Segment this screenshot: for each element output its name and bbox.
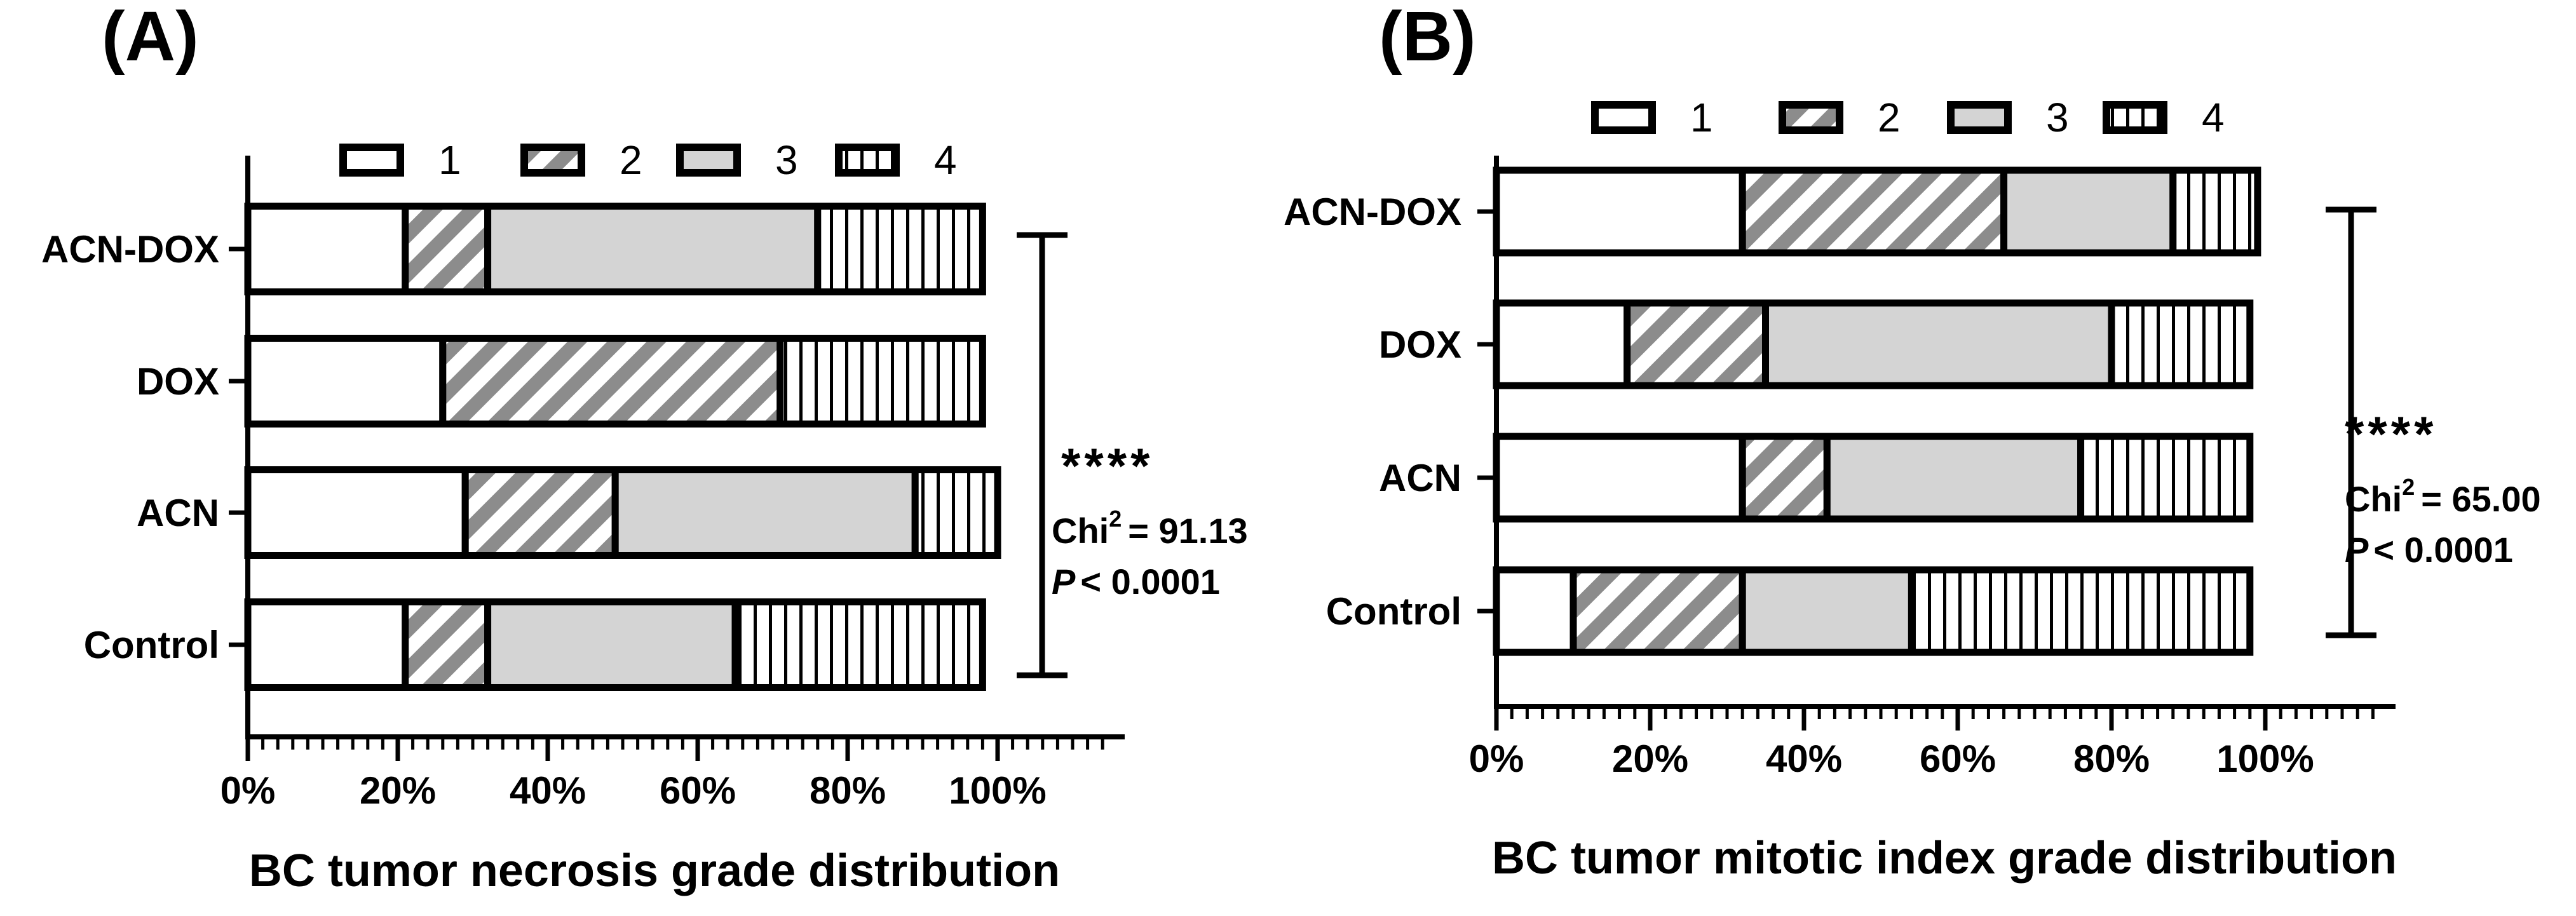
panel-a-legend-label-2: 2 xyxy=(620,137,642,183)
panel-a-legend-swatch-1 xyxy=(339,144,404,177)
panel-a-chi-superscript: 2 xyxy=(1109,506,1122,532)
panel-b-p-value: < 0.0001 xyxy=(2373,530,2513,570)
panel-a-bar-dox-grade-2 xyxy=(439,335,784,428)
panel-a-legend-label-3: 3 xyxy=(775,137,798,183)
panel-b-p-value-stat: P< 0.0001 xyxy=(2345,530,2513,570)
panel-a-bar-dox-grade-4 xyxy=(776,335,986,428)
panel-b-bar-acn-dox-grade-4 xyxy=(2169,166,2261,257)
panel-b-x-tick-label: 0% xyxy=(1469,738,1524,780)
panel-a-chi-value: = 91.13 xyxy=(1128,511,1247,551)
panel-a-chi-label: Chi xyxy=(1052,511,1109,551)
panel-a-bar-acn-dox-grade-3 xyxy=(484,203,822,295)
panel-b-bar-acn-grade-1 xyxy=(1493,433,1746,523)
panel-a-bar-acn-grade-4 xyxy=(911,466,1001,559)
panel-b-bar-dox-grade-1 xyxy=(1493,299,1631,389)
panel-a-x-tick-label: 80% xyxy=(810,769,886,812)
panel-b-bar-acn-dox-grade-2 xyxy=(1739,166,2008,257)
panel-b-bar-control-grade-4 xyxy=(1908,566,2254,656)
panel-a-x-axis-label: BC tumor necrosis grade distribution xyxy=(249,845,1060,896)
panel-b-category-label: ACN-DOX xyxy=(1284,191,1461,233)
panel-a-bar-acn-grade-1 xyxy=(244,466,469,559)
panel-b-bar-acn-grade-3 xyxy=(1823,433,2085,523)
panel-a-bar-control-grade-2 xyxy=(402,598,492,691)
panel-b-legend-label-3: 3 xyxy=(2046,95,2069,140)
panel-a-x-tick-label: 20% xyxy=(360,769,436,812)
panel-b-bar-control-grade-3 xyxy=(1739,566,1915,656)
panel-a-significance-stars: **** xyxy=(1061,438,1153,494)
panel-b-bar-dox-grade-3 xyxy=(1762,299,2115,389)
panel-a-category-label: DOX xyxy=(137,360,219,403)
panel-a-x-tick-label: 60% xyxy=(660,769,736,812)
panel-b-bar-acn-grade-2 xyxy=(1739,433,1831,523)
panel-a-legend-label-1: 1 xyxy=(438,137,461,183)
panel-a-bar-acn-dox-grade-2 xyxy=(402,203,492,295)
panel-b-legend-swatch-4 xyxy=(2103,101,2167,134)
panel-b-bar-dox-grade-4 xyxy=(2108,299,2254,389)
panel-b-bar-control-grade-2 xyxy=(1569,566,1746,656)
panel-b-x-tick-label: 20% xyxy=(1612,738,1688,780)
panel-b-x-tick-label: 60% xyxy=(1920,738,1996,780)
panel-b-legend-label-1: 1 xyxy=(1690,95,1713,140)
panel-b-x-tick-label: 100% xyxy=(2216,738,2314,780)
panel-a-p-value-stat: P< 0.0001 xyxy=(1052,562,1220,602)
panel-b-category-label: DOX xyxy=(1379,323,1461,366)
panel-a-x-tick-label: 100% xyxy=(949,769,1046,812)
panel-b-bar-acn-dox-grade-1 xyxy=(1493,166,1746,257)
panel-b-bar-acn-dox-grade-3 xyxy=(2000,166,2177,257)
panel-a-bar-acn-dox-grade-4 xyxy=(814,203,986,295)
panel-b-legend-label-2: 2 xyxy=(1878,95,1901,140)
panel-b-category-label: ACN xyxy=(1379,457,1461,499)
panel-b-category-label: Control xyxy=(1326,590,1461,633)
panel-b-chi-square-stat: Chi2= 65.00 xyxy=(2345,474,2541,519)
panel-a-bar-acn-grade-3 xyxy=(611,466,919,559)
panel-a-category-label: Control xyxy=(84,624,219,666)
panel-a-legend-swatch-2 xyxy=(520,144,585,177)
panel-a-legend-swatch-4 xyxy=(835,144,900,177)
panel-b-chi-label: Chi xyxy=(2345,479,2402,519)
panel-a-category-label: ACN-DOX xyxy=(41,228,219,271)
panel-a-x-tick-label: 0% xyxy=(220,769,276,812)
panel-a-bar-control-grade-1 xyxy=(244,598,409,691)
panel-a-p-label: P xyxy=(1052,562,1076,602)
panel-b-legend-swatch-1 xyxy=(1591,101,1656,134)
panel-b-bar-control-grade-1 xyxy=(1493,566,1577,656)
panel-a-legend-label-4: 4 xyxy=(934,137,957,183)
panel-a-bar-acn-grade-2 xyxy=(461,466,619,559)
panel-b-bar-acn-grade-4 xyxy=(2077,433,2254,523)
panel-a-label: (A) xyxy=(102,0,199,76)
panel-b-chi-value: = 65.00 xyxy=(2421,479,2540,519)
panel-b-label: (B) xyxy=(1379,0,1476,76)
panel-b-significance-stars: **** xyxy=(2345,406,2437,462)
panel-b-legend-label-4: 4 xyxy=(2202,95,2225,140)
panel-b-x-tick-label: 80% xyxy=(2073,738,2150,780)
panel-b-legend-swatch-3 xyxy=(1947,101,2012,134)
panel-b-p-label: P xyxy=(2345,530,2369,570)
panel-a-chi-square-stat: Chi2= 91.13 xyxy=(1052,506,1248,551)
panel-a-category-label: ACN xyxy=(137,492,219,534)
panel-a-p-value: < 0.0001 xyxy=(1080,562,1220,602)
panel-b-chi-superscript: 2 xyxy=(2402,474,2415,500)
panel-b-bar-dox-grade-2 xyxy=(1624,299,1769,389)
panel-a-x-tick-label: 40% xyxy=(510,769,586,812)
panel-b-legend-swatch-2 xyxy=(1779,101,1843,134)
panel-b-x-axis-label: BC tumor mitotic index grade distributio… xyxy=(1492,833,2397,884)
panel-b-x-tick-label: 40% xyxy=(1766,738,1842,780)
panel-a-legend-swatch-3 xyxy=(676,144,741,177)
panel-a-bar-control-grade-4 xyxy=(731,598,986,691)
panel-a-bar-dox-grade-1 xyxy=(244,335,447,428)
panel-a-bar-control-grade-3 xyxy=(484,598,739,691)
panel-a-bar-acn-dox-grade-1 xyxy=(244,203,409,295)
